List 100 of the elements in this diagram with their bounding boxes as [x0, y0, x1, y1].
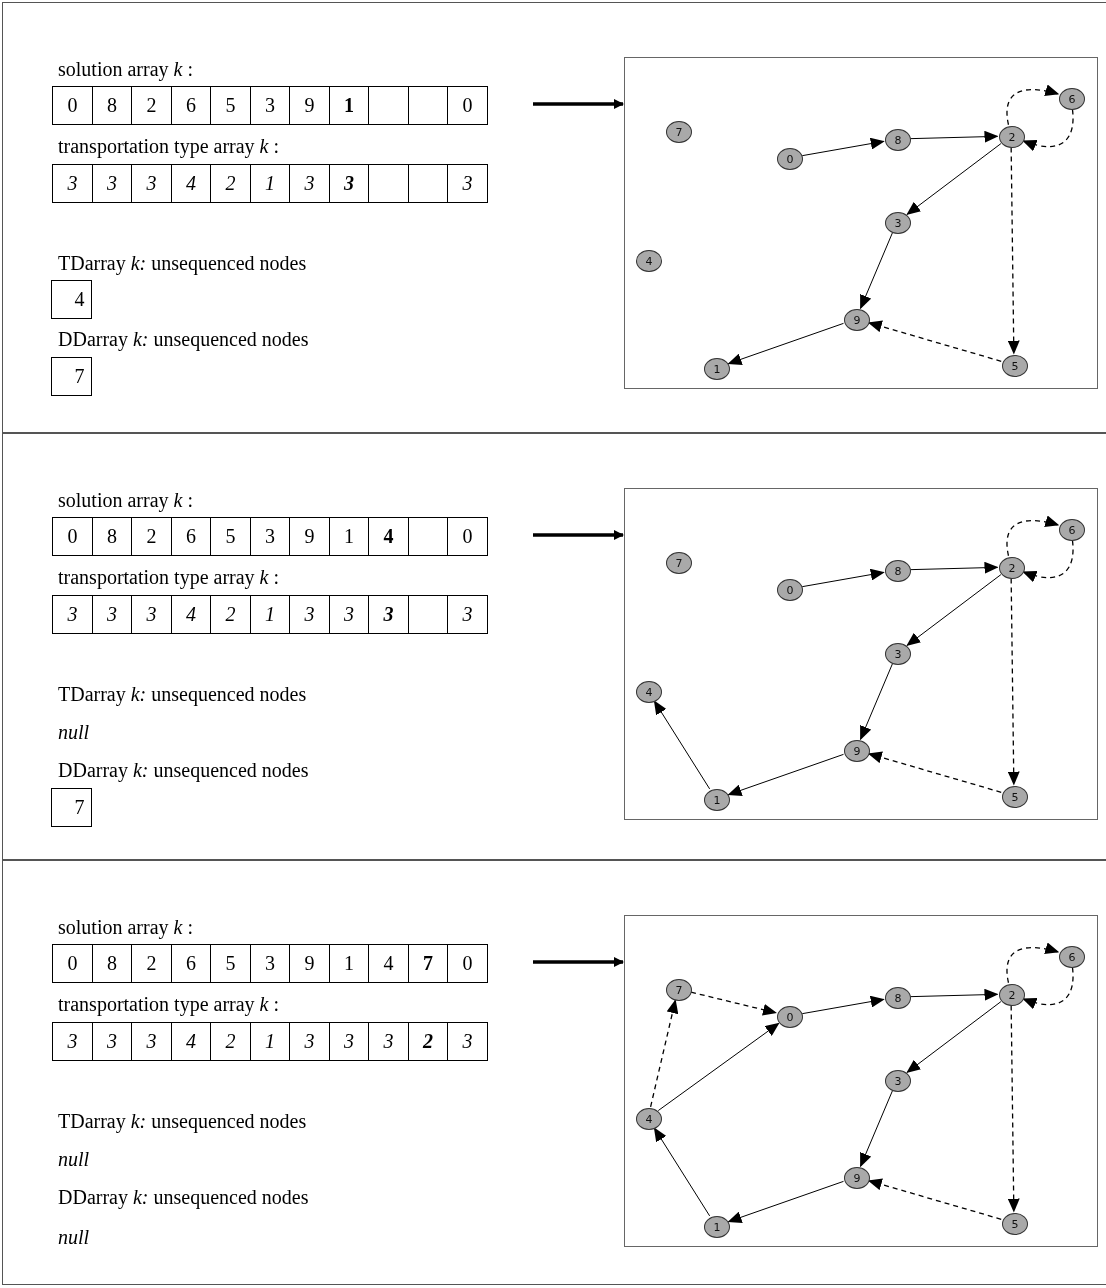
array-cell: 1 — [249, 164, 291, 203]
graph-node: 3 — [885, 643, 911, 665]
arrow — [910, 561, 999, 574]
array-cell: 0 — [52, 86, 93, 125]
array-cell: 3 — [249, 86, 291, 125]
array-cell: 8 — [91, 86, 133, 125]
array-cell: 3 — [289, 595, 330, 634]
arrow — [690, 991, 777, 1016]
graph-node: 2 — [999, 557, 1025, 579]
graph-node: 9 — [844, 740, 870, 762]
graph-node: 6 — [1059, 88, 1085, 110]
graph-node: 2 — [999, 984, 1025, 1006]
graph-panel — [624, 915, 1098, 1247]
arrow — [533, 957, 624, 967]
array-cell: 1 — [328, 517, 370, 556]
graph-node: 7 — [666, 121, 692, 143]
array-cell: 2 — [407, 1022, 449, 1061]
array-cell: 2 — [210, 595, 251, 634]
graph-node: 3 — [885, 212, 911, 234]
graph-node: 5 — [1002, 1213, 1028, 1235]
graph-node: 2 — [999, 126, 1025, 148]
graph-node: 4 — [636, 250, 662, 272]
null-label: null — [58, 1225, 90, 1249]
arrow — [906, 1001, 1002, 1073]
array-cell: 2 — [210, 1022, 251, 1061]
array-cell: 4 — [368, 517, 409, 556]
graph-panel — [624, 488, 1098, 820]
array-cell: 7 — [50, 357, 92, 396]
array-cell: 0 — [447, 517, 488, 556]
array-cell: 3 — [52, 595, 93, 634]
array-label: transportation type array k : — [58, 992, 280, 1016]
graph-node: 0 — [777, 148, 803, 170]
graph-node: 8 — [885, 129, 911, 151]
arrow — [657, 1022, 780, 1112]
array-cell: 3 — [52, 1022, 93, 1061]
array-cell: 1 — [249, 1022, 291, 1061]
array-label: DDarray k: unsequenced nodes — [58, 327, 309, 351]
graph-node: 0 — [777, 579, 803, 601]
arrow — [860, 1090, 893, 1168]
arrow — [1007, 577, 1020, 786]
arrow — [867, 1178, 1002, 1220]
array-cell: 3 — [447, 1022, 488, 1061]
graph-node: 6 — [1059, 519, 1085, 541]
array-cell: 3 — [249, 517, 291, 556]
array-cell: 3 — [447, 164, 488, 203]
graph-node: 8 — [885, 987, 911, 1009]
array-cell: 5 — [210, 944, 251, 983]
graph-node: 3 — [885, 1070, 911, 1092]
array-cell: 7 — [50, 788, 92, 827]
graph-node: 1 — [704, 789, 730, 811]
array-cell: 8 — [91, 944, 133, 983]
array-cell: 2 — [131, 517, 172, 556]
array-cell: 2 — [210, 164, 251, 203]
graph-node: 6 — [1059, 946, 1085, 968]
null-label: null — [58, 720, 90, 744]
array-cell: 3 — [328, 595, 370, 634]
arrow — [867, 751, 1002, 793]
array-cell: 3 — [131, 595, 172, 634]
array-cell: 0 — [447, 86, 488, 125]
array-cell: 0 — [52, 517, 93, 556]
array-cell: 9 — [289, 86, 330, 125]
array-cell: 0 — [447, 944, 488, 983]
graph-node: 7 — [666, 552, 692, 574]
array-label: TDarray k: unsequenced nodes — [58, 1109, 307, 1133]
array-cell: 9 — [289, 517, 330, 556]
array-cell: 4 — [368, 944, 409, 983]
arrow — [533, 530, 624, 540]
graph-node: 5 — [1002, 786, 1028, 808]
array-label: solution array k : — [58, 915, 193, 939]
arrow — [906, 574, 1002, 646]
array-cell: 3 — [91, 164, 133, 203]
array-cell: 4 — [170, 164, 212, 203]
array-cell: 3 — [131, 164, 172, 203]
graph-node: 0 — [777, 1006, 803, 1028]
array-cell: 3 — [447, 595, 488, 634]
graph-node: 4 — [636, 681, 662, 703]
arrow — [649, 999, 679, 1108]
array-cell: 3 — [131, 1022, 172, 1061]
arrow — [910, 988, 999, 1001]
array-cell: 6 — [170, 86, 212, 125]
arrow — [801, 995, 885, 1015]
array-cell: 3 — [368, 1022, 409, 1061]
graph-node: 4 — [636, 1108, 662, 1130]
array-cell: 3 — [328, 164, 370, 203]
array-cell: 5 — [210, 86, 251, 125]
arrow — [1022, 539, 1074, 582]
array-cell: 5 — [210, 517, 251, 556]
graph-panel — [624, 57, 1098, 389]
arrow — [1007, 146, 1020, 355]
null-label: null — [58, 1147, 90, 1171]
array-cell: 3 — [91, 1022, 133, 1061]
arrow — [801, 568, 885, 588]
array-cell: 4 — [170, 1022, 212, 1061]
array-cell: 9 — [289, 944, 330, 983]
arrow — [533, 99, 624, 109]
array-cell: 4 — [170, 595, 212, 634]
array-cell: 3 — [328, 1022, 370, 1061]
graph-node: 5 — [1002, 355, 1028, 377]
array-label: DDarray k: unsequenced nodes — [58, 758, 309, 782]
arrow — [860, 663, 893, 741]
